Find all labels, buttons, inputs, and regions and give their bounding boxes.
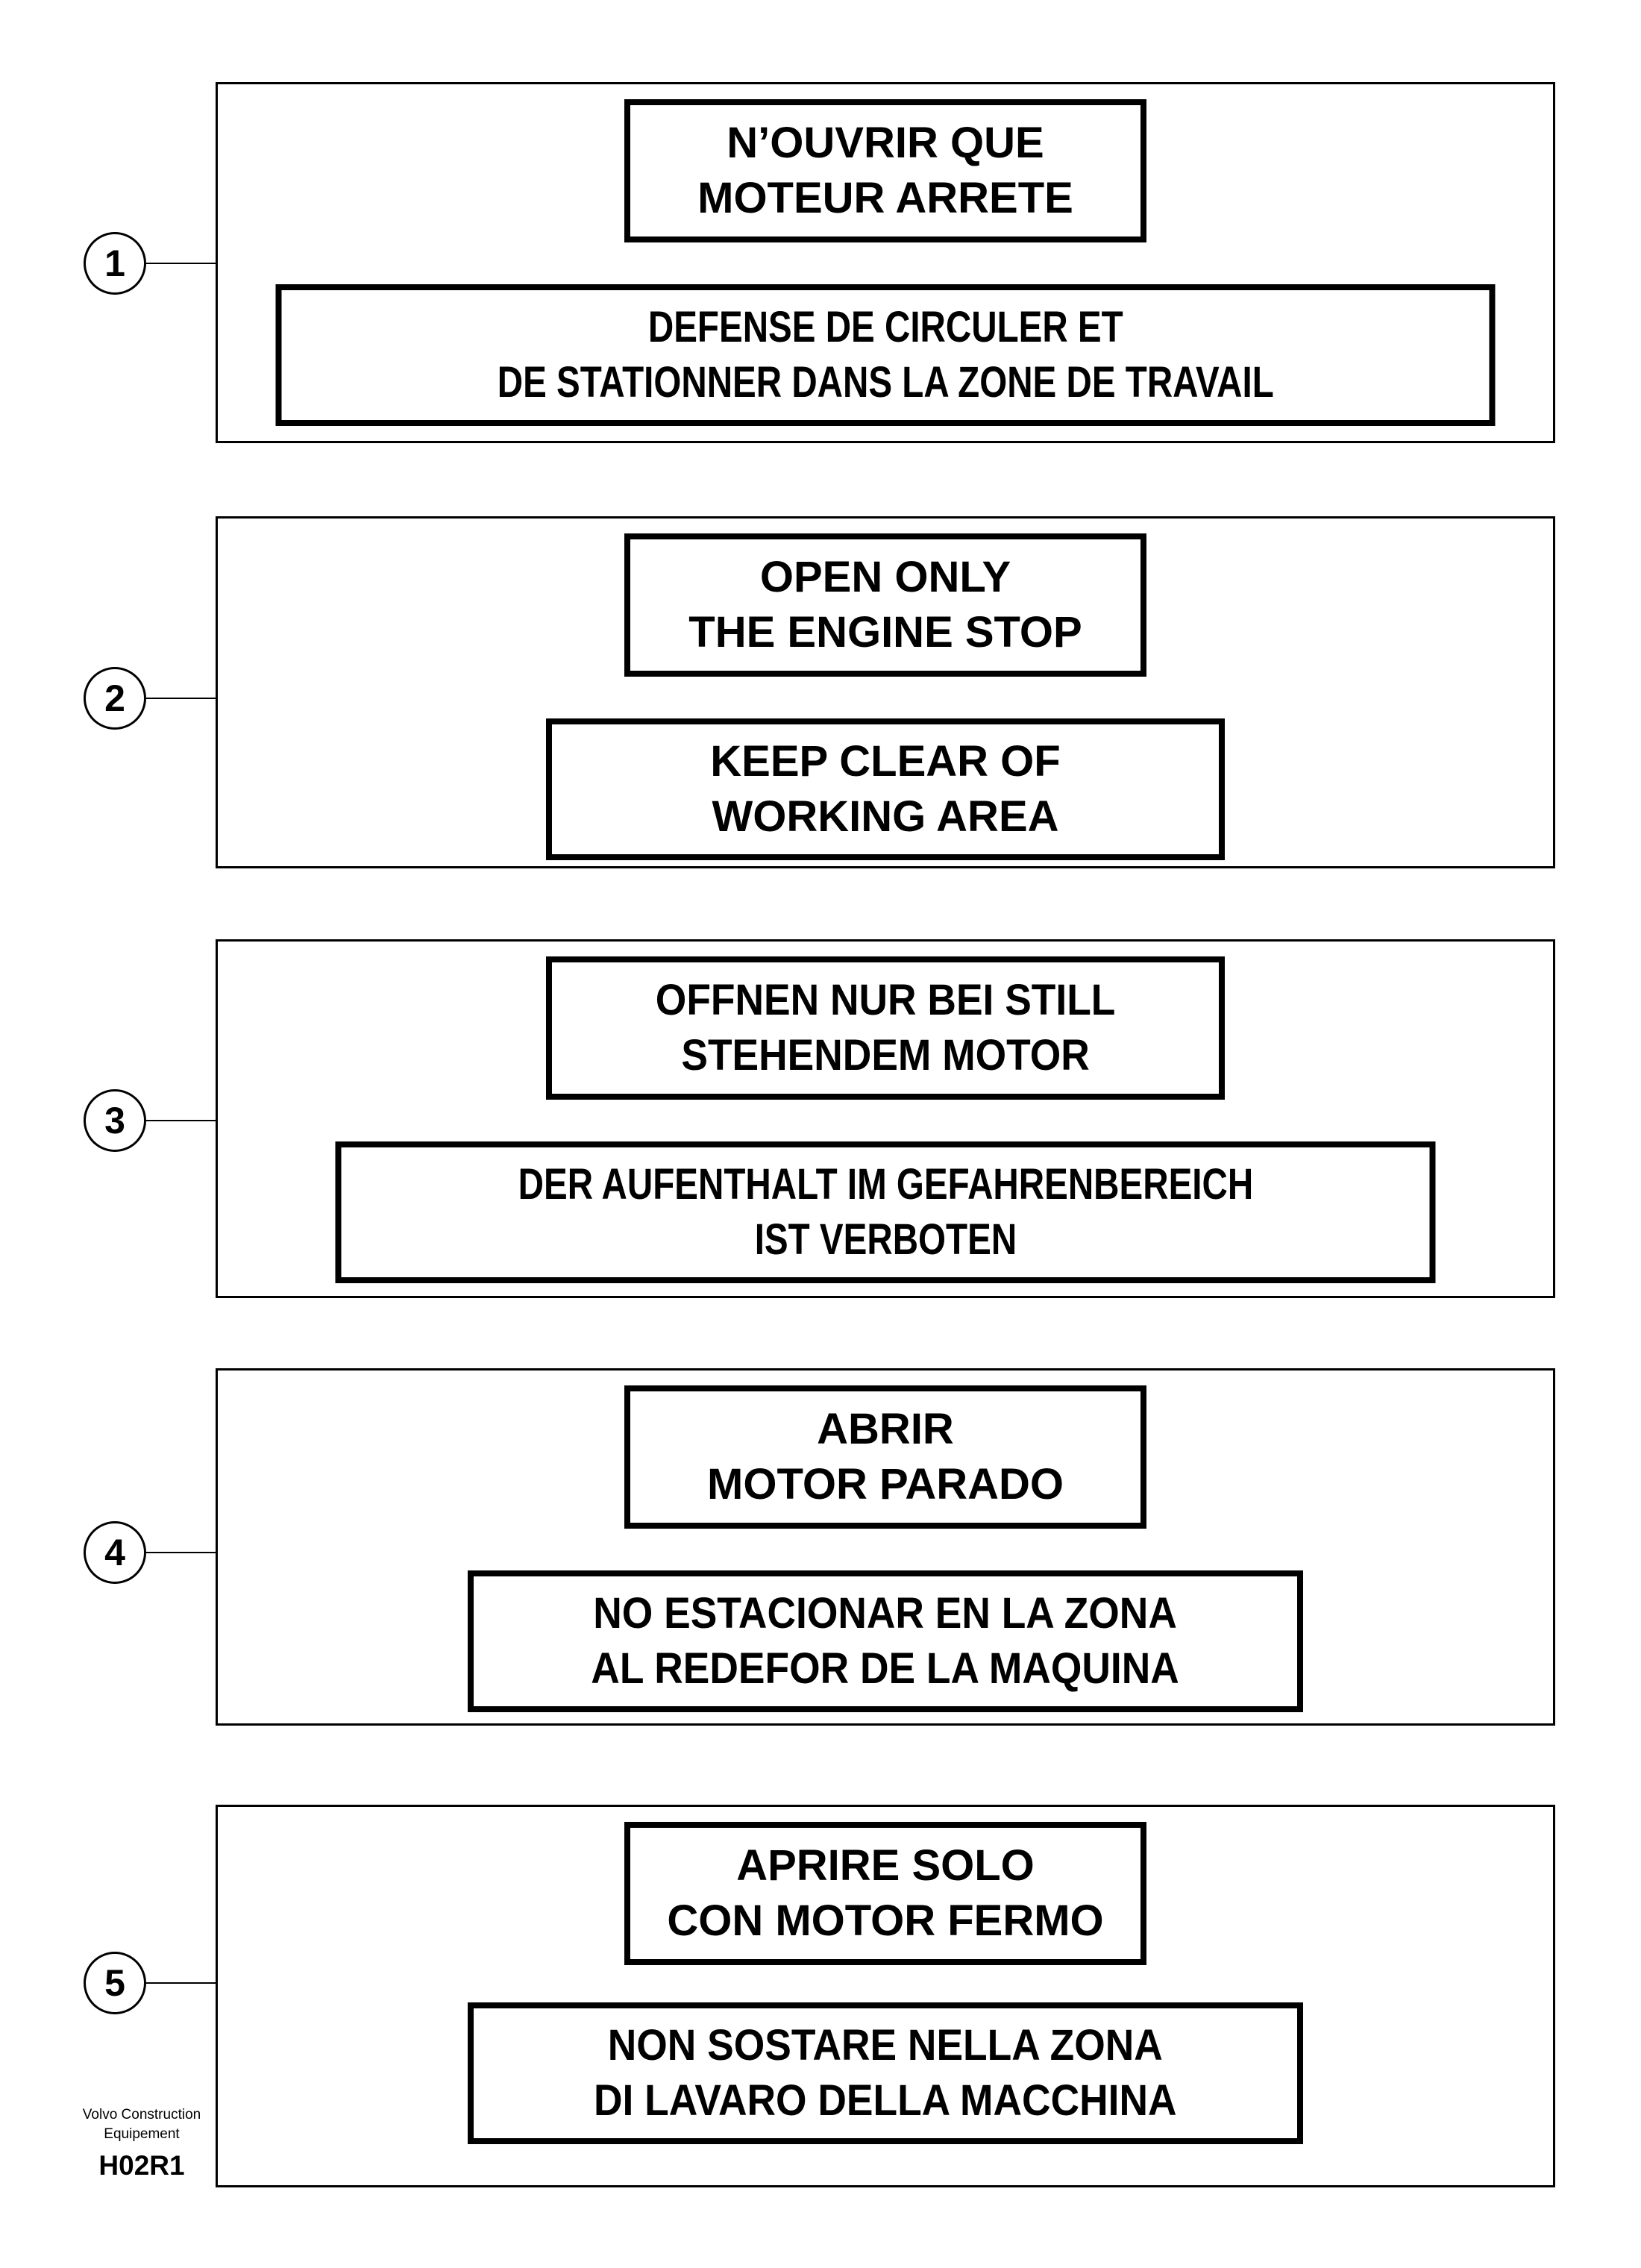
sign-text-line: CON MOTOR FERMO (667, 1896, 1104, 1945)
sign-text-line: STEHENDEM MOTOR (681, 1031, 1090, 1080)
sign-text: KEEP CLEAR OF WORKING AREA (710, 734, 1060, 845)
footer-company-line: Equipement (104, 2126, 180, 2142)
callout-number-2: 2 (84, 667, 146, 730)
sign-section-1: N’OUVRIR QUE MOTEUR ARRETE DEFENSE DE CI… (216, 82, 1555, 443)
sign-plate-bottom: NO ESTACIONAR EN LA ZONA AL REDEFOR DE L… (468, 1570, 1303, 1712)
sign-plate-top: ABRIR MOTOR PARADO (624, 1385, 1146, 1529)
callout-number-label: 4 (104, 1532, 125, 1573)
sign-text-line: ABRIR (817, 1405, 954, 1453)
sign-text: OFFNEN NUR BEI STILL STEHENDEM MOTOR (656, 973, 1116, 1083)
sign-section-2: OPEN ONLY THE ENGINE STOP KEEP CLEAR OF … (216, 516, 1555, 868)
sign-text: N’OUVRIR QUE MOTEUR ARRETE (697, 116, 1073, 226)
sign-text: DER AUFENTHALT IM GEFAHRENBEREICH IST VE… (518, 1157, 1253, 1268)
sign-text-line: NON SOSTARE NELLA ZONA (607, 2021, 1164, 2070)
sign-plate-top: OFFNEN NUR BEI STILL STEHENDEM MOTOR (546, 956, 1225, 1100)
footer-title-block: Volvo Construction Equipement H02R1 (60, 2105, 224, 2181)
sign-text-line: WORKING AREA (712, 792, 1059, 841)
callout-number-label: 2 (104, 677, 125, 719)
sign-section-3: OFFNEN NUR BEI STILL STEHENDEM MOTOR DER… (216, 939, 1555, 1298)
sign-text-line: OFFNEN NUR BEI STILL (655, 976, 1116, 1024)
callout-number-4: 4 (84, 1521, 146, 1584)
sign-text: APRIRE SOLO CON MOTOR FERMO (667, 1838, 1103, 1949)
callout-number-label: 5 (104, 1962, 125, 2004)
sign-plate-top: OPEN ONLY THE ENGINE STOP (624, 533, 1146, 677)
callout-number-label: 3 (104, 1100, 125, 1141)
sign-plate-bottom: DER AUFENTHALT IM GEFAHRENBEREICH IST VE… (335, 1141, 1436, 1283)
callout-leader-line (145, 1120, 216, 1121)
callout-leader-line (145, 698, 216, 699)
sign-plate-bottom: KEEP CLEAR OF WORKING AREA (546, 718, 1225, 860)
callout-leader-line (145, 1552, 216, 1553)
sign-text-line: DER AUFENTHALT IM GEFAHRENBEREICH (518, 1160, 1253, 1209)
callout-number-label: 1 (104, 242, 125, 284)
sign-plate-top: N’OUVRIR QUE MOTEUR ARRETE (624, 99, 1146, 242)
sign-text: NO ESTACIONAR EN LA ZONA AL REDEFOR DE L… (592, 1586, 1180, 1697)
callout-number-1: 1 (84, 232, 146, 295)
sign-text-line: OPEN ONLY (759, 553, 1011, 601)
sign-text-line: IST VERBOTEN (754, 1215, 1017, 1264)
sign-text-line: THE ENGINE STOP (688, 608, 1082, 657)
sign-text: DEFENSE DE CIRCULER ET DE STATIONNER DAN… (497, 300, 1273, 410)
sign-section-5: APRIRE SOLO CON MOTOR FERMO NON SOSTARE … (216, 1805, 1555, 2187)
sign-text-line: NO ESTACIONAR EN LA ZONA (593, 1589, 1178, 1638)
sign-plate-top: APRIRE SOLO CON MOTOR FERMO (624, 1822, 1146, 1965)
sign-text: OPEN ONLY THE ENGINE STOP (688, 550, 1082, 660)
sign-text: NON SOSTARE NELLA ZONA DI LAVARO DELLA M… (594, 2018, 1177, 2128)
callout-leader-line (145, 1982, 216, 1984)
sign-text-line: KEEP CLEAR OF (710, 737, 1061, 786)
sign-text-line: N’OUVRIR QUE (727, 119, 1044, 167)
sign-text-line: MOTOR PARADO (707, 1460, 1064, 1509)
sign-text-line: MOTEUR ARRETE (697, 174, 1073, 222)
sign-text-line: DI LAVARO DELLA MACCHINA (594, 2076, 1177, 2125)
sign-text-line: DE STATIONNER DANS LA ZONE DE TRAVAIL (497, 358, 1274, 407)
footer-company-line: Volvo Construction (82, 2107, 201, 2123)
footer-doc-code: H02R1 (98, 2150, 185, 2181)
callout-number-5: 5 (84, 1952, 146, 2014)
sign-text-line: DEFENSE DE CIRCULER ET (647, 303, 1123, 351)
sign-text-line: AL REDEFOR DE LA MAQUINA (591, 1644, 1180, 1693)
sign-plate-bottom: NON SOSTARE NELLA ZONA DI LAVARO DELLA M… (468, 2002, 1303, 2144)
callout-leader-line (145, 263, 216, 264)
callout-number-3: 3 (84, 1089, 146, 1152)
sign-section-4: ABRIR MOTOR PARADO NO ESTACIONAR EN LA Z… (216, 1368, 1555, 1726)
sign-text: ABRIR MOTOR PARADO (707, 1402, 1064, 1512)
sign-text-line: APRIRE SOLO (736, 1841, 1035, 1890)
sign-plate-bottom: DEFENSE DE CIRCULER ET DE STATIONNER DAN… (275, 284, 1496, 426)
